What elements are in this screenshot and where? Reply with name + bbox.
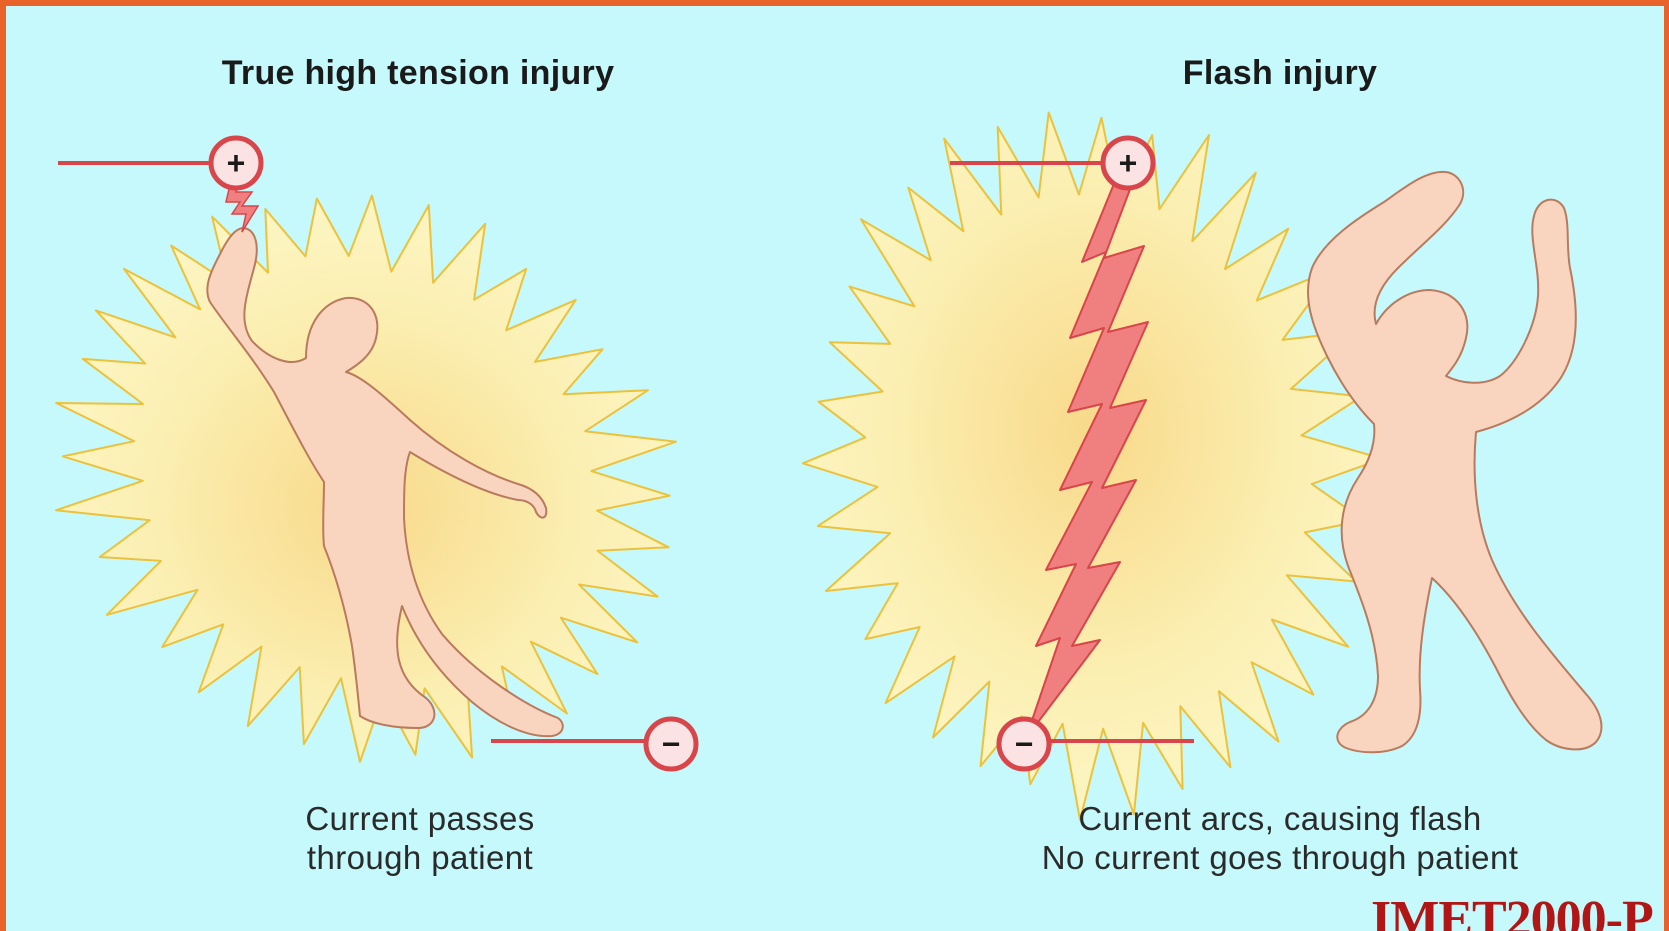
right-caption: Current arcs, causing flash No current g… xyxy=(930,799,1630,877)
right-panel-title: Flash injury xyxy=(980,54,1580,93)
diagram-artwork: + − + − xyxy=(6,6,1664,931)
svg-text:−: − xyxy=(1015,726,1034,762)
left-caption-line2: through patient xyxy=(70,838,770,877)
right-caption-line1: Current arcs, causing flash xyxy=(930,799,1630,838)
svg-text:+: + xyxy=(1119,145,1138,181)
negative-terminal-icon: − xyxy=(646,719,696,769)
negative-terminal-icon: − xyxy=(999,719,1049,769)
right-caption-line2: No current goes through patient xyxy=(930,838,1630,877)
diagram-slide: + − + − True high tension injury Flash i… xyxy=(6,6,1664,931)
watermark-text: IMET2000-P xyxy=(1371,894,1653,931)
left-panel-title: True high tension injury xyxy=(118,54,718,93)
left-caption-line1: Current passes xyxy=(70,799,770,838)
svg-text:−: − xyxy=(662,726,681,762)
positive-terminal-icon: + xyxy=(211,138,261,188)
svg-text:+: + xyxy=(227,145,246,181)
positive-terminal-icon: + xyxy=(1103,138,1153,188)
left-caption: Current passes through patient xyxy=(70,799,770,877)
